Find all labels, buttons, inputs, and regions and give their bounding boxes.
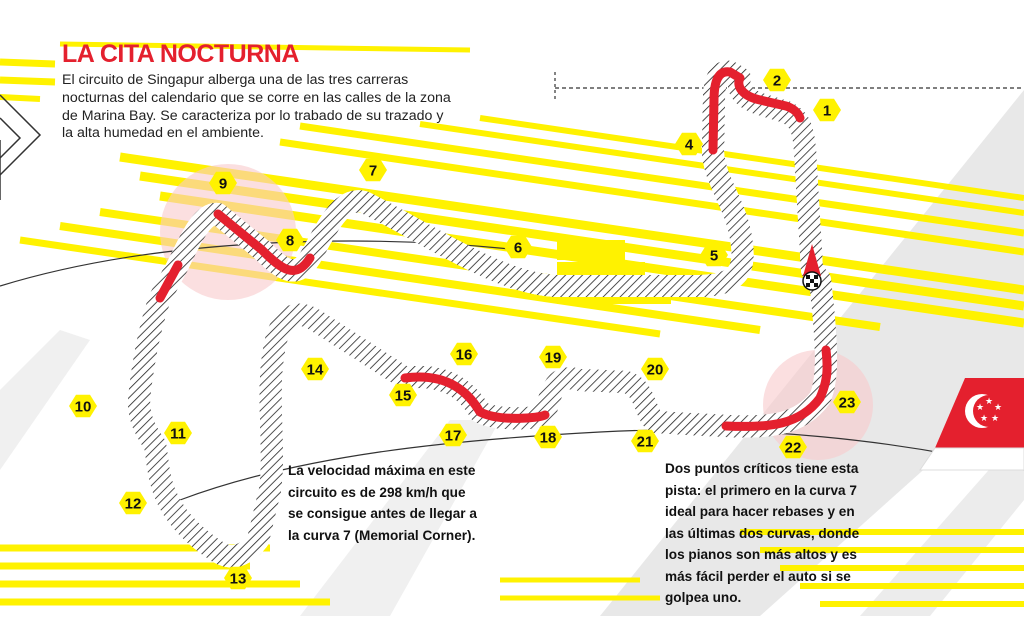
corner-badge [779, 435, 807, 459]
corner-number: 1 [823, 103, 831, 120]
corner-number: 13 [230, 571, 247, 588]
svg-text:★: ★ [985, 397, 993, 407]
corner-badge [389, 383, 417, 407]
corner-number: 14 [307, 362, 324, 379]
corner-badge [301, 357, 329, 381]
corner-badge [813, 98, 841, 122]
singapore-flag-icon: ★ ★ ★ ★ ★ [919, 378, 1024, 471]
corner-badge [539, 345, 567, 369]
corner-number: 16 [456, 347, 473, 364]
corner-badge [700, 243, 728, 267]
corner-badge [833, 390, 861, 414]
page-title: LA CITA NOCTURNA [62, 40, 299, 68]
corner-number: 2 [773, 73, 781, 90]
corner-badge [763, 68, 791, 92]
corner-number: 11 [170, 426, 186, 443]
corner-badge [276, 228, 304, 252]
corner-number: 18 [540, 430, 557, 447]
critical-points-note: Dos puntos críticos tiene esta pista: el… [665, 461, 860, 605]
svg-text:★: ★ [994, 403, 1002, 413]
start-arrow-icon [803, 244, 821, 276]
corner-badge [224, 566, 252, 590]
speed-note: La velocidad máxima en este circuito es … [288, 463, 477, 543]
corner-number: 8 [286, 233, 294, 250]
corner-number: 9 [219, 176, 227, 193]
corner-number: 20 [647, 362, 664, 379]
corner-badge [450, 342, 478, 366]
corner-badge [675, 132, 703, 156]
checkered-flag-icon [802, 271, 822, 291]
corner-number: 10 [75, 399, 92, 416]
corner-badge [209, 171, 237, 195]
svg-text:★: ★ [976, 403, 984, 413]
corner-number: 7 [369, 163, 377, 180]
intro-text: El circuito de Singapur alberga una de l… [62, 72, 451, 142]
chevron-decoration [0, 94, 42, 200]
corner-number: 12 [125, 496, 142, 513]
corner-number: 4 [685, 137, 694, 154]
corner-number: 15 [395, 388, 412, 405]
corner-number: 17 [445, 428, 462, 445]
corner-number: 22 [785, 440, 802, 457]
corner-badge [641, 357, 669, 381]
corner-badge [439, 423, 467, 447]
corner-number: 23 [839, 395, 856, 412]
corner-badge [359, 158, 387, 182]
corner-number: 21 [637, 434, 654, 451]
corner-badge [631, 429, 659, 453]
svg-text:★: ★ [991, 414, 999, 424]
corner-number: 5 [710, 248, 718, 265]
corner-badge [504, 235, 532, 259]
corner-number: 6 [514, 240, 522, 257]
corner-badge [69, 394, 97, 418]
corner-number: 19 [545, 350, 562, 367]
circuit-track [139, 72, 827, 557]
svg-text:★: ★ [980, 414, 988, 424]
corner-badge [164, 421, 192, 445]
corner-badge [534, 425, 562, 449]
corner-badge [119, 491, 147, 515]
